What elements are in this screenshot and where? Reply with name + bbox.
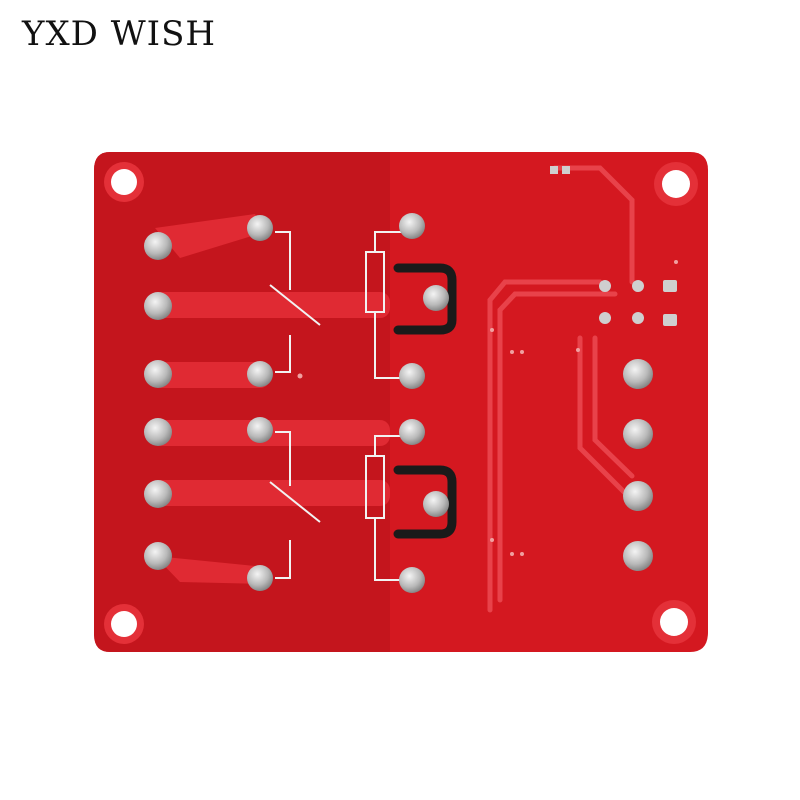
vias <box>297 260 678 556</box>
relay-pads <box>247 213 449 593</box>
header-pins-right <box>623 359 653 571</box>
smd-pads <box>550 166 677 326</box>
mounting-holes <box>104 162 698 644</box>
pcb-left-shade <box>94 152 390 652</box>
silkscreen-relay-2 <box>269 431 410 581</box>
diode-marks <box>393 263 457 539</box>
terminal-pads-left <box>144 232 172 570</box>
silkscreen-relay-1 <box>269 231 410 379</box>
copper-traces-right <box>487 165 635 613</box>
watermark-text: YXD WISH <box>22 14 217 54</box>
